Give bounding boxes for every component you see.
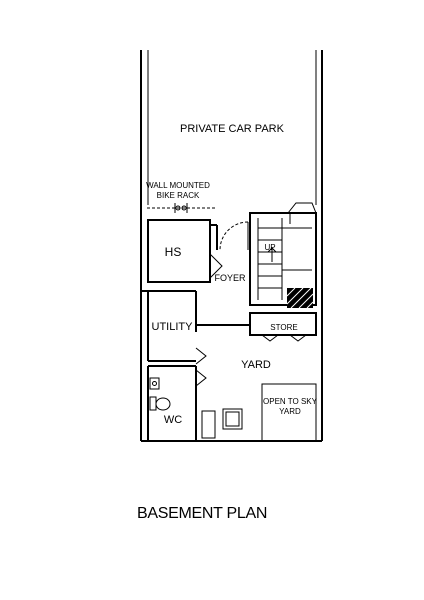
bike-rack-label-line1: WALL MOUNTED [146,181,210,190]
open-to-sky-label-line1: OPEN TO SKY [263,397,318,406]
bike-rack-label-line2: BIKE RACK [157,191,200,200]
stair-top-bay [287,202,317,224]
basin-icon [149,377,160,390]
washing-machine-icon [201,408,243,439]
yard-label: YARD [241,359,271,371]
open-to-sky-label-line2: YARD [279,407,301,416]
hs-room [147,219,218,283]
utility-room [141,290,250,362]
store-room [249,312,317,336]
stair-landing-hatch [286,287,314,309]
utility-label: UTILITY [152,321,194,333]
wc-label: WC [164,414,182,426]
toilet-icon [149,396,171,411]
open-to-sky-yard [261,383,317,442]
utility-door-icon [195,347,207,387]
plan-title: BASEMENT PLAN [137,505,268,522]
store-label: STORE [270,323,297,332]
store-door-icon [261,334,307,342]
stair-up-label: UP [264,243,275,252]
car-park-label: PRIVATE CAR PARK [180,123,285,135]
foyer-door-swing-icon [219,221,249,251]
hs-label: HS [165,245,182,259]
bike-rack-icon [147,203,216,213]
hs-door-icon [209,253,223,279]
staircase [249,212,317,306]
foyer-label: FOYER [214,273,246,283]
wc-room [147,365,197,441]
